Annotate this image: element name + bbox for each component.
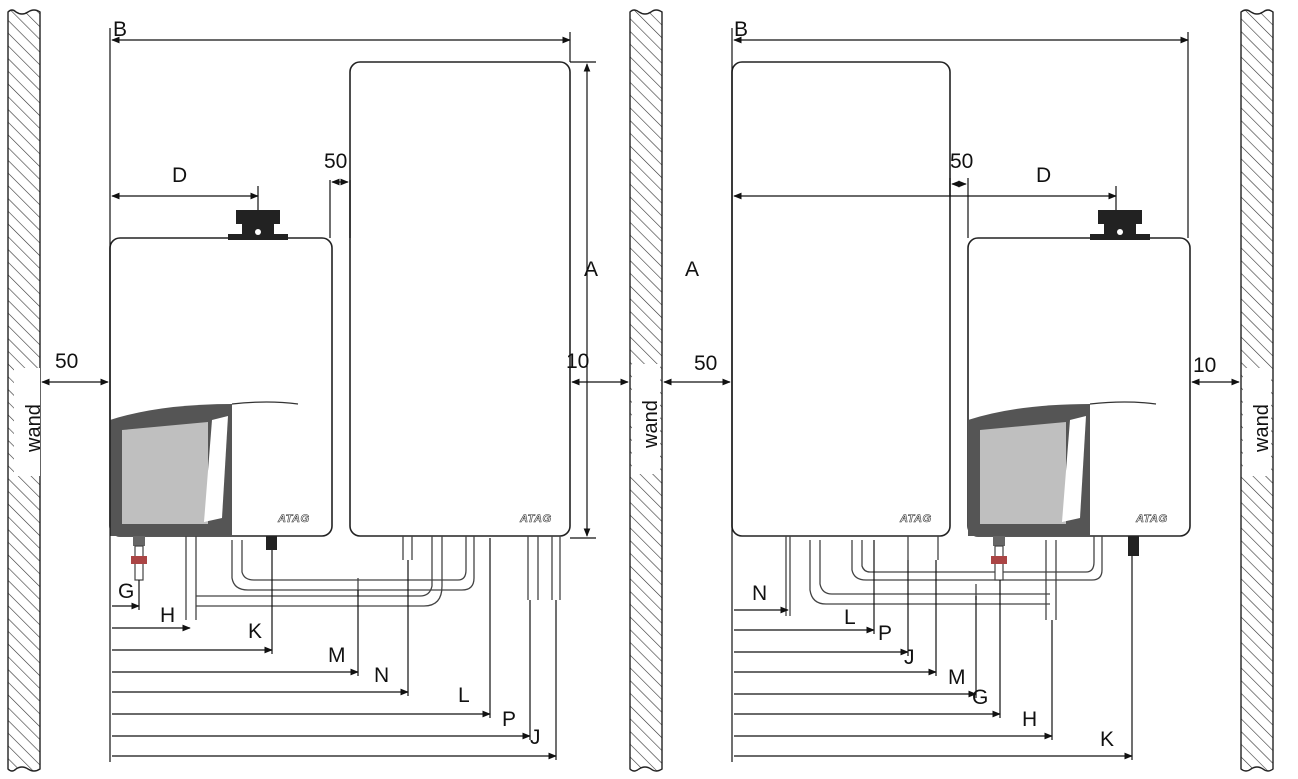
right-boiler-window — [968, 401, 1157, 536]
left-label-N: N — [374, 664, 389, 687]
right-label-D: D — [1036, 164, 1051, 187]
left-drawing: ATAG ATAG — [41, 18, 629, 762]
wall-label-2: wand — [640, 400, 662, 449]
left-heater-brand: ATAG — [519, 513, 552, 525]
wall-label-3: wand — [1251, 404, 1273, 453]
left-label-K: K — [248, 620, 262, 643]
wall-right: wand — [1240, 9, 1274, 772]
right-label-M: M — [948, 666, 966, 689]
right-label-P: P — [878, 622, 892, 645]
left-boiler-window — [110, 401, 299, 536]
wall-middle: wand — [629, 9, 663, 772]
right-label-clear-left: 50 — [694, 352, 717, 375]
right-label-H: H — [1022, 708, 1037, 731]
left-label-G: G — [118, 580, 134, 603]
right-label-clear-between: 50 — [950, 150, 973, 173]
right-label-A: A — [685, 258, 699, 281]
right-water-heater: ATAG — [731, 61, 951, 537]
left-label-J: J — [530, 726, 541, 749]
right-label-L: L — [844, 606, 856, 629]
left-label-B: B — [113, 18, 127, 41]
left-label-clear-left: 50 — [55, 350, 78, 373]
right-label-J: J — [904, 646, 915, 669]
right-boiler-brand: ATAG — [1135, 513, 1168, 525]
right-label-B: B — [734, 18, 748, 41]
wall-label-1: wand — [23, 404, 45, 453]
left-label-L: L — [458, 684, 470, 707]
right-label-N: N — [752, 582, 767, 605]
right-drawing: ATAG ATAG — [663, 18, 1240, 762]
right-heater-brand: ATAG — [899, 513, 932, 525]
left-boiler-brand: ATAG — [277, 513, 310, 525]
left-label-clear-between: 50 — [324, 150, 347, 173]
left-label-P: P — [502, 708, 516, 731]
left-label-M: M — [328, 644, 346, 667]
left-dimensions — [41, 28, 629, 762]
left-label-clear-right: 10 — [566, 350, 589, 373]
left-water-heater: ATAG — [349, 61, 571, 537]
wall-left: wand — [7, 9, 45, 772]
left-pipework — [131, 536, 561, 620]
right-dimensions — [663, 28, 1240, 762]
left-label-A: A — [584, 258, 598, 281]
right-label-G: G — [972, 686, 988, 709]
right-boiler: ATAG — [967, 210, 1191, 537]
left-label-H: H — [160, 604, 175, 627]
right-label-clear-right: 10 — [1193, 354, 1216, 377]
right-label-K: K — [1100, 728, 1114, 751]
right-pipework — [785, 536, 1139, 620]
left-boiler: ATAG — [109, 210, 333, 537]
left-label-D: D — [172, 164, 187, 187]
